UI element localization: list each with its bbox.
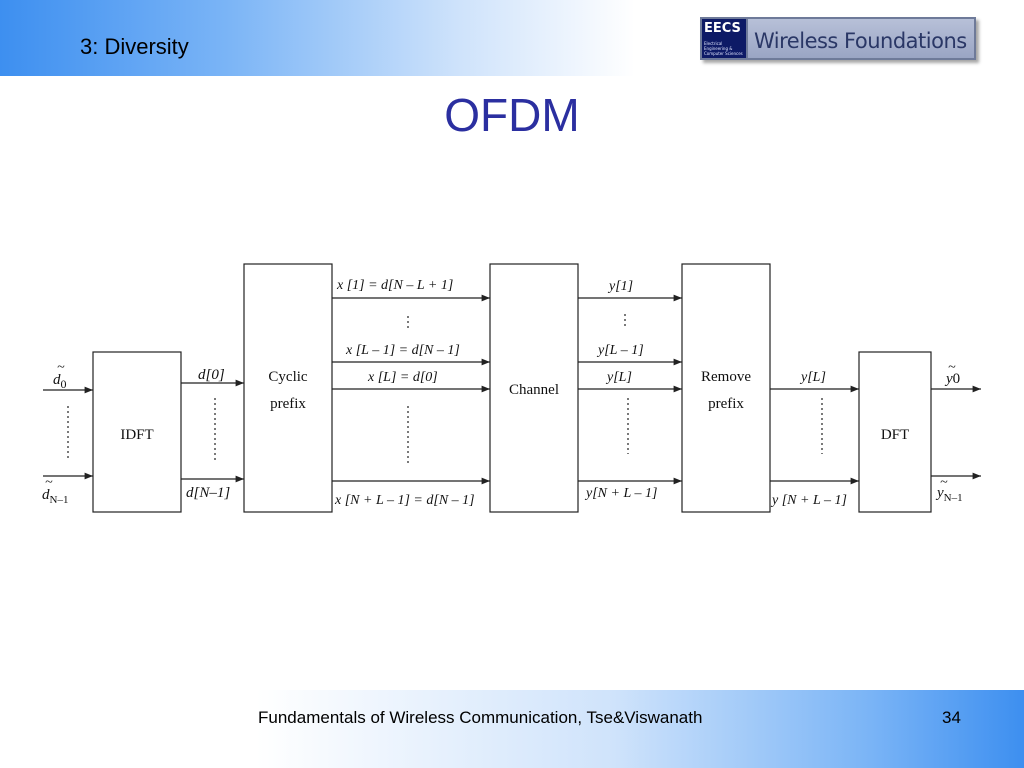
dft-block: [858, 351, 932, 513]
footer-band: [0, 690, 1024, 768]
cp-out-label-1: x [1] = d[N – L + 1]: [336, 278, 453, 293]
page-number: 34: [942, 708, 961, 727]
logo-wordmark-panel: Wireless Foundations: [748, 19, 974, 58]
wireless-foundations-logo: EECS Electrical Engineering & Computer S…: [700, 17, 976, 60]
eecs-logo-subtitle: Electrical Engineering & Computer Scienc…: [704, 41, 743, 56]
cp-out-label-3: x [L] = d[0]: [367, 370, 438, 385]
remove-label-line2: prefix: [708, 396, 744, 412]
page-title: OFDM: [444, 89, 580, 141]
output-bottom-label: yN–1: [935, 485, 963, 504]
ch-out-label-1: y[1]: [607, 279, 633, 294]
remove-prefix-block: [681, 263, 771, 513]
output-top-label: y0: [944, 371, 960, 387]
input-top-label: d0: [53, 372, 67, 391]
rp-out-bottom-label: y [N + L – 1]: [770, 493, 847, 508]
logo-wordmark: Wireless Foundations: [754, 29, 967, 53]
cyclic-label-line1: Cyclic: [268, 369, 307, 385]
channel-label: Channel: [509, 382, 559, 398]
eecs-logo-block: EECS Electrical Engineering & Computer S…: [702, 19, 746, 58]
section-label: 3: Diversity: [80, 34, 189, 59]
input-bottom-tilde: ~: [45, 475, 53, 490]
ch-out-label-3: y[L]: [605, 370, 632, 385]
ofdm-block-diagram: IDFT Cyclic prefix Channel Remove prefix…: [42, 263, 981, 513]
idft-out-top-label: d[0]: [198, 367, 225, 383]
idft-out-bottom-label: d[N–1]: [186, 485, 230, 501]
rp-out-top-label: y[L]: [799, 370, 826, 385]
idft-block: [92, 351, 182, 513]
eecs-logo-title: EECS: [704, 21, 741, 36]
cyclic-label-line2: prefix: [270, 396, 306, 412]
cp-out-label-2: x [L – 1] = d[N – 1]: [345, 343, 460, 358]
input-bottom-label: dN–1: [42, 487, 68, 506]
input-top-tilde: ~: [57, 360, 65, 375]
dft-label: DFT: [881, 427, 909, 443]
output-top-tilde: ~: [948, 360, 956, 375]
output-bottom-tilde: ~: [940, 475, 948, 490]
idft-label: IDFT: [120, 427, 153, 443]
cp-out-label-4: x [N + L – 1] = d[N – 1]: [334, 493, 475, 508]
ch-out-label-2: y[L – 1]: [596, 343, 644, 358]
remove-label-line1: Remove: [701, 369, 751, 385]
ch-out-label-4: y[N + L – 1]: [584, 486, 657, 501]
channel-block: [489, 263, 579, 513]
cyclic-prefix-block: [243, 263, 333, 513]
footer-citation: Fundamentals of Wireless Communication, …: [258, 708, 703, 727]
